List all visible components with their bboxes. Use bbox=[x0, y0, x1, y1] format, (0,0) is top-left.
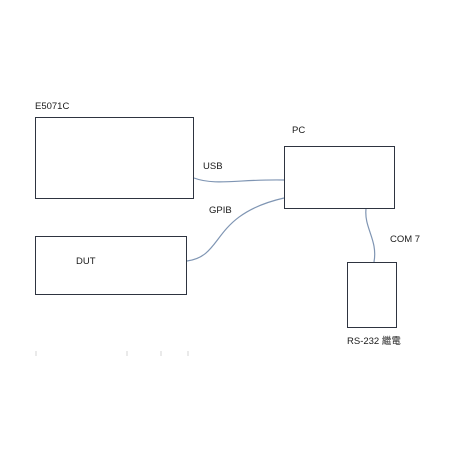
pc-label: PC bbox=[292, 125, 306, 136]
rs232-label: RS-232 繼電 bbox=[347, 336, 401, 347]
e5071c-box bbox=[35, 117, 194, 199]
e5071c-label: E5071C bbox=[35, 101, 70, 112]
pc-box bbox=[284, 146, 395, 209]
usb-wire bbox=[193, 177, 285, 183]
dut-label: DUT bbox=[76, 256, 96, 267]
gpib-label: GPIB bbox=[209, 205, 232, 216]
com-wire bbox=[365, 208, 376, 263]
dut-box bbox=[35, 236, 187, 295]
gpib-wire bbox=[186, 197, 285, 262]
rs232-box bbox=[347, 262, 397, 328]
com-label: COM 7 bbox=[390, 234, 421, 245]
usb-label: USB bbox=[203, 161, 223, 172]
